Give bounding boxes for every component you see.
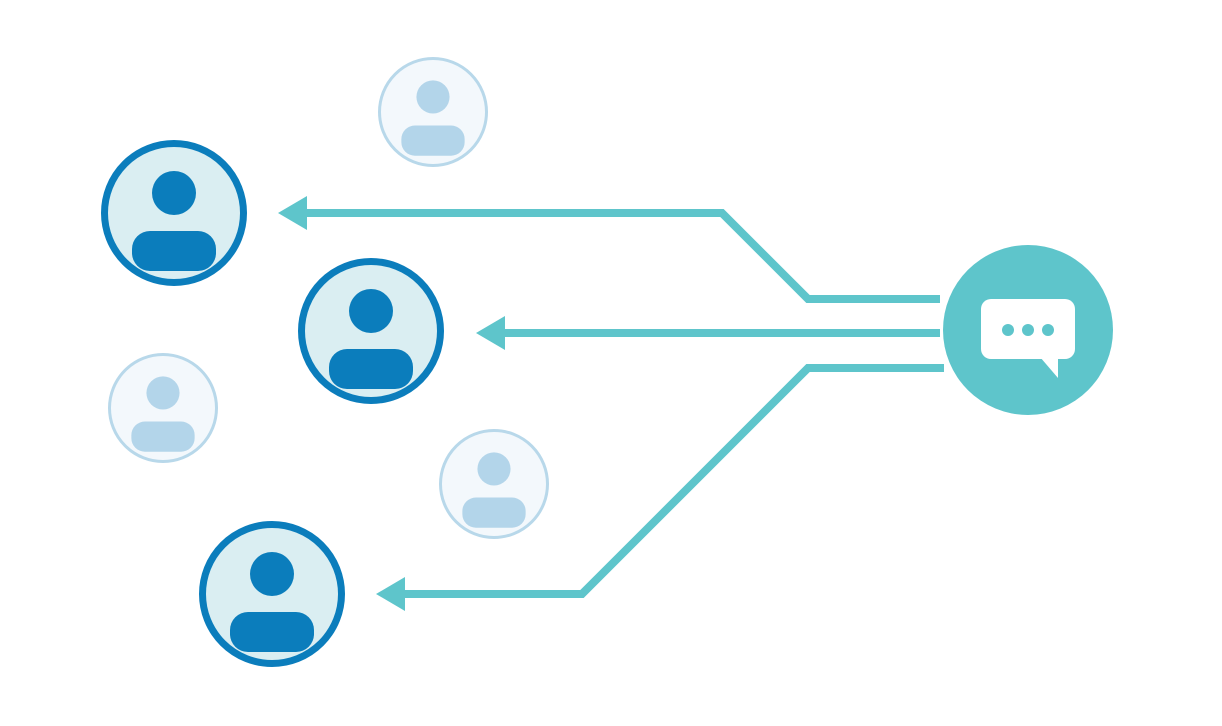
typing-dot xyxy=(1002,324,1014,336)
connections-layer xyxy=(278,196,944,611)
connection-line xyxy=(403,364,944,598)
arrowhead-icon xyxy=(476,316,505,350)
active-user-1 xyxy=(101,140,247,286)
user-icon xyxy=(131,376,195,452)
user-head xyxy=(349,289,393,333)
user-icon xyxy=(329,289,413,389)
inactive-user-6 xyxy=(439,429,549,539)
user-body xyxy=(401,125,465,156)
user-head xyxy=(416,80,450,114)
inactive-user-4 xyxy=(378,57,488,167)
hub-layer xyxy=(943,245,1113,415)
connection-user-1 xyxy=(278,196,940,303)
user-body xyxy=(329,349,413,389)
user-head xyxy=(146,376,180,410)
arrowhead-icon xyxy=(278,196,307,230)
user-icon xyxy=(132,171,216,271)
message-hub xyxy=(943,245,1113,415)
connection-user-2 xyxy=(476,316,940,350)
user-icon xyxy=(401,80,465,156)
active-user-3 xyxy=(199,521,345,667)
user-head xyxy=(250,552,294,596)
users-layer xyxy=(101,57,549,667)
user-body xyxy=(131,421,195,452)
user-head xyxy=(152,171,196,215)
inactive-user-5 xyxy=(108,353,218,463)
arrowhead-icon xyxy=(376,577,405,611)
chat-bubble-icon xyxy=(981,299,1075,378)
user-body xyxy=(462,497,526,528)
connection-line xyxy=(305,209,940,303)
user-icon xyxy=(230,552,314,652)
user-body xyxy=(132,231,216,271)
typing-dot xyxy=(1042,324,1054,336)
active-user-2 xyxy=(298,258,444,404)
connection-user-3 xyxy=(376,364,944,611)
bubble-tail xyxy=(1040,357,1058,378)
user-body xyxy=(230,612,314,652)
user-head xyxy=(477,452,511,486)
typing-dot xyxy=(1022,324,1034,336)
user-icon xyxy=(462,452,526,528)
